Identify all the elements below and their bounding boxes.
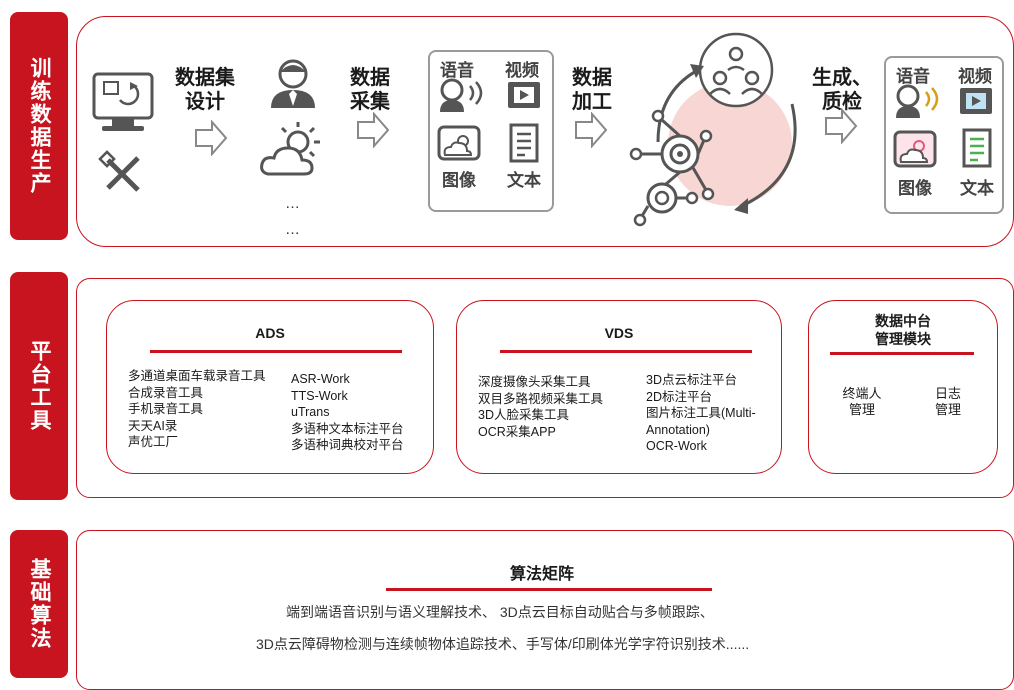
video-icon: [506, 78, 542, 117]
text-doc-icon: [509, 123, 541, 168]
list-item: OCR采集APP: [478, 424, 556, 439]
generation-qc-label: 生成、 质检: [812, 66, 872, 114]
list-item: uTrans: [291, 405, 330, 419]
list-item: 手机录音工具: [128, 402, 204, 416]
list-item: ASR-Work: [291, 372, 350, 386]
section-tab-production: 训练数据生产: [10, 12, 68, 240]
list-item: 深度摄像头采集工具: [478, 375, 591, 389]
list-item: Annotation): [646, 422, 710, 437]
vds-right-list: 3D点云标注平台 2D标注平台 图片标注工具(Multi- Annotation…: [646, 372, 778, 455]
list-item: 声优工厂: [128, 435, 179, 449]
processing-cycle-icon: [618, 22, 818, 235]
media-voice-label-right: 语音: [896, 67, 930, 86]
list-item: 3D人脸采集工具: [478, 408, 569, 422]
algo-divider: [386, 588, 712, 591]
ads-divider: [150, 350, 402, 353]
video-icon: [958, 84, 994, 123]
image-icon: [437, 125, 481, 166]
dataset-design-line1: 数据集: [175, 67, 235, 89]
section-title-algorithm: 基础算法: [28, 558, 51, 650]
vds-divider: [500, 350, 752, 353]
middle-title-line2: 管理模块: [875, 331, 931, 347]
media-image-label: 图像: [442, 171, 476, 190]
ads-title: ADS: [255, 325, 285, 341]
list-item: 多语种文本标注平台: [291, 421, 404, 436]
list-item: TTS-Work: [291, 388, 348, 403]
generation-qc-line1: 生成、: [812, 67, 872, 89]
list-item: 天天AI录: [128, 418, 178, 433]
data-processing-label: 数据 加工: [564, 66, 620, 114]
section-tab-platform: 平台工具: [10, 272, 68, 500]
ads-left-list: 多通道桌面车载录音工具 合成录音工具 手机录音工具 天天AI录 声优工厂: [128, 368, 294, 451]
middle-platform-box: [808, 300, 998, 474]
ads-right-list: ASR-Work TTS-Work uTrans 多语种文本标注平台 多语种词典…: [291, 371, 431, 454]
weather-icon: [258, 118, 328, 185]
ellipsis-2: …: [285, 221, 301, 238]
media-voice-label: 语音: [440, 61, 474, 80]
section-tab-algorithm: 基础算法: [10, 530, 68, 678]
data-collection-label: 数据 采集: [342, 66, 398, 114]
section-title-platform: 平台工具: [28, 340, 51, 432]
terminal-user-management: 终端人 管理: [834, 386, 890, 418]
voice-icon: [438, 78, 486, 117]
person-icon: [268, 58, 318, 115]
media-video-label: 视频: [505, 61, 539, 80]
generation-qc-line2: 质检: [822, 91, 862, 113]
dataset-design-line2: 设计: [185, 91, 225, 113]
data-collection-line2: 采集: [350, 91, 390, 113]
media-video-label-right: 视频: [958, 67, 992, 86]
data-processing-line1: 数据: [572, 67, 612, 89]
arrow-icon: [356, 112, 390, 148]
list-item: 2D标注平台: [646, 389, 712, 404]
image-icon: [893, 130, 937, 173]
vds-left-list: 深度摄像头采集工具 双目多路视频采集工具 3D人脸采集工具 OCR采集APP: [478, 374, 644, 440]
text-doc-icon: [962, 128, 994, 173]
middle-title-line1: 数据中台: [875, 313, 931, 329]
list-item: 3D点云标注平台: [646, 373, 737, 387]
terminal-line2: 管理: [848, 402, 875, 417]
arrow-icon: [574, 112, 608, 148]
arrow-icon: [824, 108, 858, 144]
middle-platform-title: 数据中台 管理模块: [808, 312, 998, 348]
arrow-icon: [194, 120, 228, 156]
list-item: 图片标注工具(Multi-: [646, 406, 756, 420]
middle-divider: [830, 352, 974, 355]
log-management: 日志 管理: [920, 386, 976, 418]
section-title-production: 训练数据生产: [28, 57, 51, 195]
list-item: 合成录音工具: [128, 385, 204, 400]
media-image-label-right: 图像: [898, 179, 932, 198]
vds-box: [456, 300, 782, 474]
vds-title: VDS: [604, 325, 634, 341]
computer-design-icon: [90, 70, 156, 205]
list-item: OCR-Work: [646, 439, 707, 453]
ads-box: [106, 300, 434, 474]
log-line1: 日志: [934, 386, 961, 401]
voice-icon: [894, 84, 942, 123]
algo-line1: 端到端语音识别与语义理解技术、 3D点云目标自动贴合与多帧跟踪、: [286, 604, 714, 620]
ellipsis-1: …: [285, 195, 301, 212]
list-item: 多语种词典校对平台: [291, 438, 404, 452]
algo-title: 算法矩阵: [510, 566, 575, 583]
dataset-design-label: 数据集 设计: [170, 66, 240, 114]
media-text-label: 文本: [507, 171, 541, 190]
list-item: 多通道桌面车载录音工具: [128, 369, 266, 383]
algo-line2: 3D点云障碍物检测与连续帧物体追踪技术、手写体/印刷体光学字符识别技术.....…: [256, 636, 750, 652]
log-line2: 管理: [934, 402, 961, 417]
list-item: 双目多路视频采集工具: [478, 391, 604, 406]
data-processing-line2: 加工: [572, 91, 612, 113]
terminal-line1: 终端人: [842, 386, 882, 401]
data-collection-line1: 数据: [350, 67, 390, 89]
media-text-label-right: 文本: [960, 179, 994, 198]
